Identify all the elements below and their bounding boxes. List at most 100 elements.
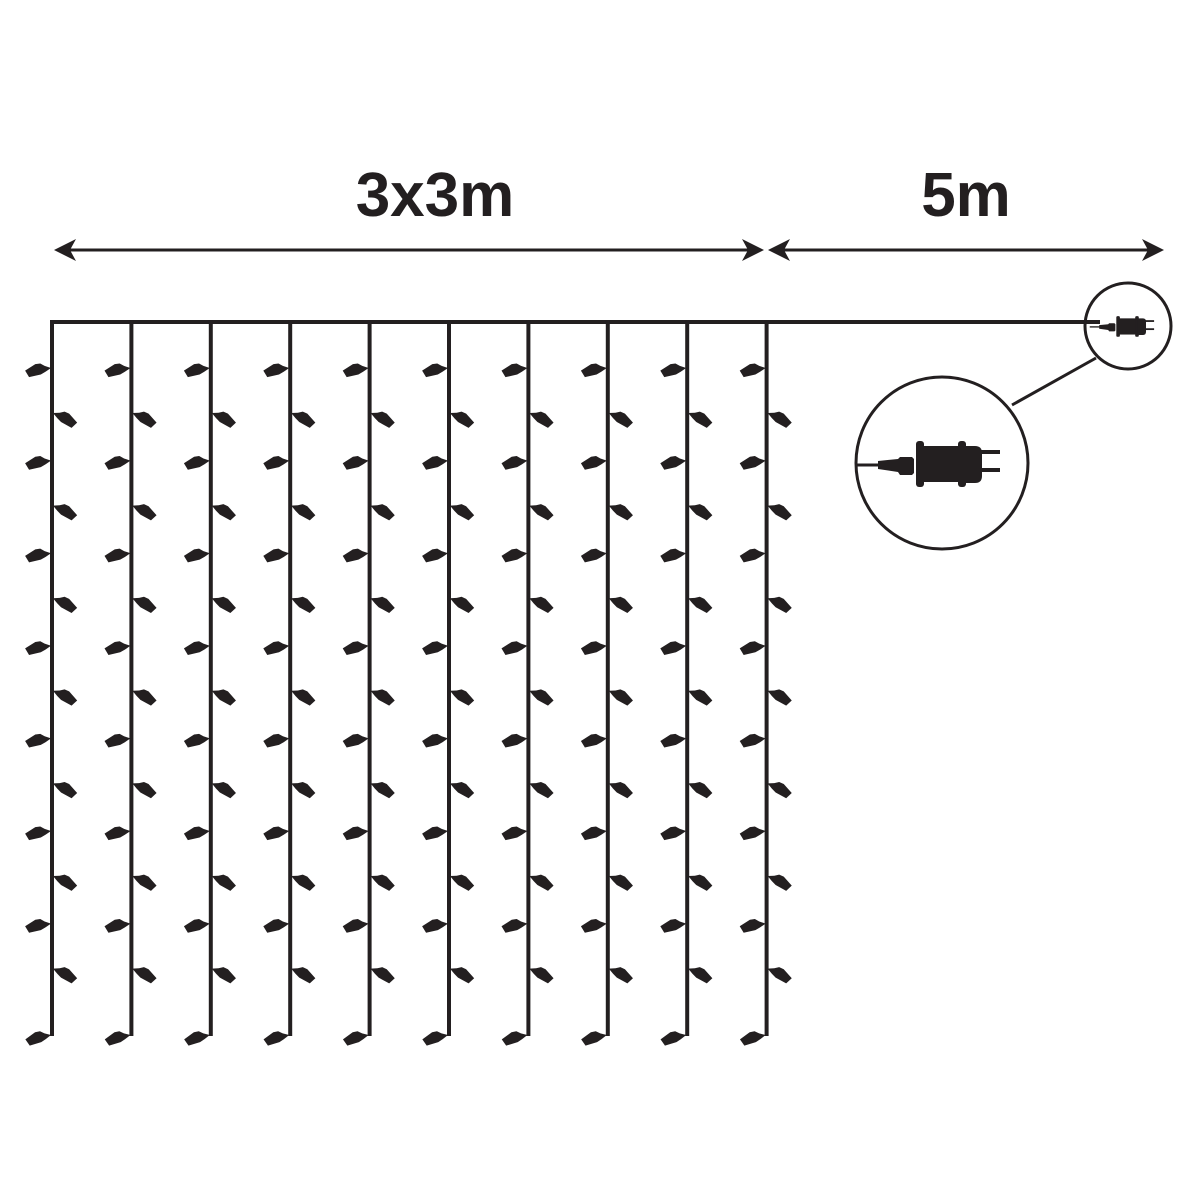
bulb-icon xyxy=(370,781,395,799)
bulb-icon xyxy=(580,919,607,933)
bulb-icon xyxy=(53,596,78,614)
bulb-icon xyxy=(132,411,157,428)
bulb-icon xyxy=(767,504,792,521)
light-strand xyxy=(263,320,316,1046)
bulb-icon xyxy=(422,826,448,841)
bulb-icon xyxy=(370,874,395,891)
bulb-icon xyxy=(422,733,448,748)
bulb-icon xyxy=(291,596,316,614)
bulb-icon xyxy=(53,411,78,428)
bulb-icon xyxy=(53,689,78,706)
large-callout-circle xyxy=(854,375,1030,551)
bulb-icon xyxy=(263,733,290,748)
bulb-icon xyxy=(501,826,528,841)
bulb-icon xyxy=(422,456,448,470)
light-strand xyxy=(739,320,792,1046)
bulb-icon xyxy=(739,456,766,470)
bulb-icon xyxy=(211,411,236,428)
bulb-icon xyxy=(25,826,51,841)
bulb-icon xyxy=(422,548,448,563)
bulb-icon xyxy=(767,689,792,706)
bulb-icon xyxy=(291,504,316,521)
bulb-icon xyxy=(342,919,369,933)
bulb-icon xyxy=(739,919,766,933)
bulb-icon xyxy=(688,874,713,891)
bulb-icon xyxy=(104,363,131,378)
bulb-icon xyxy=(450,967,475,984)
bulb-icon xyxy=(25,733,51,748)
bulb-icon xyxy=(25,363,51,378)
bulb-icon xyxy=(422,1031,448,1046)
bulb-icon xyxy=(291,874,316,891)
bulb-icon xyxy=(183,919,210,933)
bulb-icon xyxy=(104,641,131,655)
bulb-icon xyxy=(450,874,475,891)
arrowhead-right-icon xyxy=(742,239,764,261)
lead-cable-label: 5m xyxy=(921,161,1011,230)
bulb-icon xyxy=(660,826,687,841)
bulb-icon xyxy=(211,504,236,521)
bulb-icon xyxy=(370,689,395,706)
bulb-icon xyxy=(211,689,236,706)
bulb-icon xyxy=(608,504,633,521)
bulb-icon xyxy=(529,689,554,706)
plug-large-callout xyxy=(854,375,1030,551)
bulb-icon xyxy=(529,411,554,428)
bulb-icon xyxy=(263,826,290,841)
bulb-icon xyxy=(25,641,51,655)
bulb-icon xyxy=(608,781,633,799)
bulb-icon xyxy=(342,733,369,748)
bulb-icon xyxy=(739,363,766,378)
bulb-icon xyxy=(739,826,766,841)
bulb-icon xyxy=(263,1031,290,1046)
bulb-icon xyxy=(183,641,210,655)
bulb-icon xyxy=(25,456,51,470)
bulb-icon xyxy=(739,1031,766,1046)
bulb-icon xyxy=(501,363,528,378)
light-strand xyxy=(580,320,633,1046)
bulb-icon xyxy=(53,504,78,521)
dimension-3x3m: 3x3m xyxy=(54,161,764,261)
bulb-icon xyxy=(25,1031,51,1046)
bulb-icon xyxy=(608,874,633,891)
bulb-icon xyxy=(132,504,157,521)
bulb-icon xyxy=(688,596,713,614)
light-strand xyxy=(422,320,475,1046)
plug-small-callout xyxy=(1083,281,1173,371)
bulb-icon xyxy=(580,826,607,841)
bulb-icon xyxy=(263,919,290,933)
bulb-icon xyxy=(688,411,713,428)
bulb-icon xyxy=(739,733,766,748)
bulb-icon xyxy=(370,504,395,521)
bulb-icon xyxy=(104,826,131,841)
light-strand xyxy=(501,320,554,1046)
bulb-icon xyxy=(211,781,236,799)
bulb-icon xyxy=(104,919,131,933)
bulb-icon xyxy=(211,596,236,614)
bulb-icon xyxy=(660,919,687,933)
bulb-icon xyxy=(739,548,766,563)
light-strands xyxy=(25,320,792,1046)
bulb-icon xyxy=(132,874,157,891)
bulb-icon xyxy=(25,548,51,563)
bulb-icon xyxy=(422,919,448,933)
bulb-icon xyxy=(342,1031,369,1046)
bulb-icon xyxy=(501,733,528,748)
bulb-icon xyxy=(660,1031,687,1046)
bulb-icon xyxy=(767,411,792,428)
bulb-icon xyxy=(53,874,78,891)
arrowhead-left-icon xyxy=(768,239,790,261)
light-strand xyxy=(104,320,157,1046)
bulb-icon xyxy=(211,874,236,891)
bulb-icon xyxy=(580,456,607,470)
bulb-icon xyxy=(608,689,633,706)
bulb-icon xyxy=(263,641,290,655)
arrowhead-left-icon xyxy=(54,239,76,261)
callout-connector xyxy=(1011,356,1097,407)
bulb-icon xyxy=(342,548,369,563)
bulb-icon xyxy=(529,781,554,799)
bulb-icon xyxy=(767,596,792,614)
small-callout-circle xyxy=(1083,281,1173,371)
light-strand xyxy=(342,320,395,1046)
